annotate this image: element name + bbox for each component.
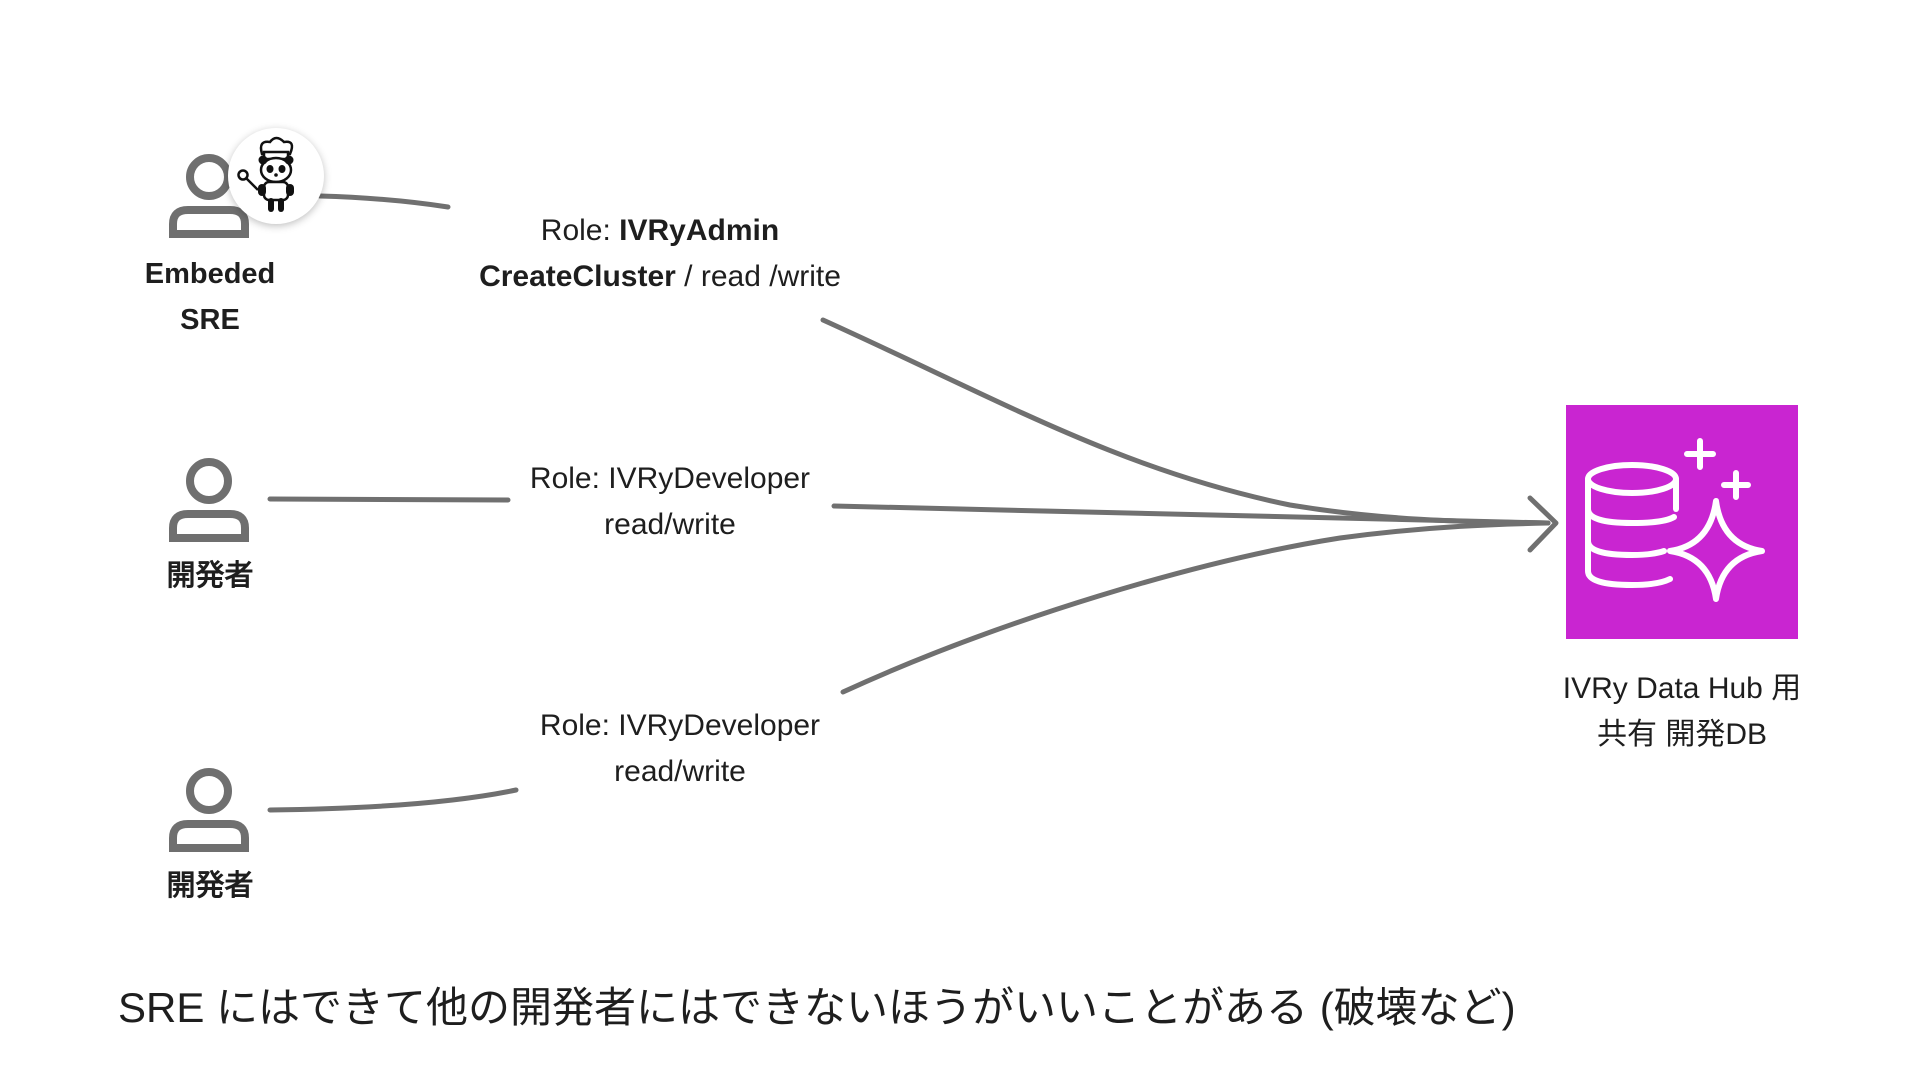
arrowhead xyxy=(1527,495,1559,553)
edge-line-dev2-left xyxy=(267,787,519,813)
role-name: IVRyDeveloper xyxy=(608,462,811,495)
panda-chef-avatar xyxy=(228,128,324,224)
role-prefix: Role: xyxy=(540,214,620,247)
permission-rest: / read /write xyxy=(675,260,841,293)
role-prefix: Role: xyxy=(529,462,609,495)
edge-line-dev1-right xyxy=(831,503,1551,526)
edge-line-dev2-right xyxy=(840,520,1551,695)
user-icon xyxy=(169,458,249,542)
user-icon xyxy=(169,768,249,852)
edge-label-developer-2: Role: IVRyDeveloper read/write xyxy=(490,703,870,795)
permission: read/write xyxy=(604,508,736,541)
database-sparkle-icon xyxy=(1585,438,1765,602)
actor-name-sre: Embeded SRE xyxy=(144,258,276,336)
edge-line-dev1-left xyxy=(267,496,511,503)
role-prefix: Role: xyxy=(539,709,619,742)
database-tile xyxy=(1566,405,1798,639)
footer-note: SRE にはできて他の開発者にはできないほうがいいことがある (破壊など) xyxy=(118,984,1516,1031)
edge-label-developer-1: Role: IVRyDeveloper read/write xyxy=(480,456,860,548)
role-name: IVRyAdmin xyxy=(619,214,780,247)
permission-bold: CreateCluster xyxy=(479,260,676,293)
permission: read/write xyxy=(614,755,746,788)
database-caption: IVRy Data Hub 用 共有 開発DB xyxy=(1562,672,1802,751)
edge-line-sre-right xyxy=(820,317,1551,526)
edge-label-admin: Role: IVRyAdmin CreateCluster / read /wr… xyxy=(440,208,880,300)
edge-line-sre-left xyxy=(317,193,451,210)
actor-name-developer-2: 開発者 xyxy=(166,870,254,902)
role-name: IVRyDeveloper xyxy=(618,709,821,742)
actor-name-developer-1: 開発者 xyxy=(166,560,254,592)
